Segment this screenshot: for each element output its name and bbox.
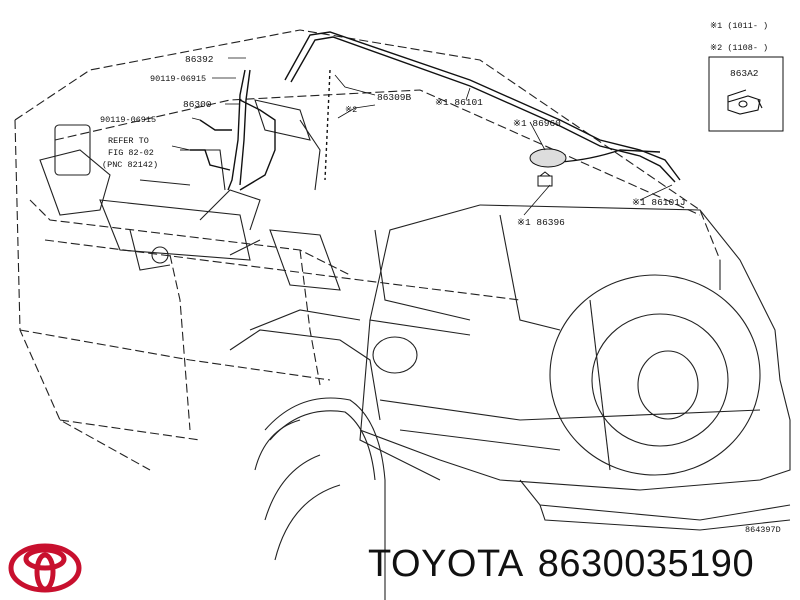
- logo-ellipses: [8, 543, 82, 593]
- label-86396[interactable]: ※1 86396: [517, 217, 565, 228]
- footnote-1: ※1 (1011- ): [710, 21, 768, 31]
- clip-part-drawing: [727, 89, 763, 115]
- label-86392[interactable]: 86392: [185, 54, 214, 65]
- refer-line-2: FIG 82-02: [108, 148, 154, 158]
- label-86300[interactable]: 86300: [183, 99, 212, 110]
- label-90119-b[interactable]: 90119-06915: [100, 115, 156, 125]
- vehicle-outline: [14, 29, 791, 600]
- brand-line: TOYOTA 8630035190: [368, 543, 768, 586]
- label-star2: ※2: [345, 105, 357, 115]
- label-90119-a[interactable]: 90119-06915: [150, 74, 206, 84]
- inset-part-label[interactable]: 863A2: [730, 68, 759, 79]
- brand-name: TOYOTA: [368, 543, 524, 585]
- label-86960[interactable]: ※1 86960: [513, 118, 561, 129]
- antenna-cable: [190, 31, 681, 191]
- label-86309B[interactable]: 86309B: [377, 92, 412, 103]
- label-86101J[interactable]: ※1 86101J: [632, 197, 686, 208]
- diagram-code: 864397D: [745, 525, 781, 535]
- footnote-2: ※2 (1108- ): [710, 43, 768, 53]
- leader-lines: [171, 57, 673, 216]
- refer-line-3: (PNC 82142): [102, 160, 158, 170]
- part-labels: 86392 90119-06915 86300 90119-06915 REFE…: [100, 21, 781, 535]
- refer-line-1: REFER TO: [108, 136, 149, 146]
- toyota-logo: [8, 543, 82, 593]
- label-86101[interactable]: ※1 86101: [435, 97, 483, 108]
- antenna-base-86960: [529, 148, 567, 187]
- part-number: 8630035190: [537, 543, 755, 585]
- inset-863A2: 863A2: [708, 56, 784, 132]
